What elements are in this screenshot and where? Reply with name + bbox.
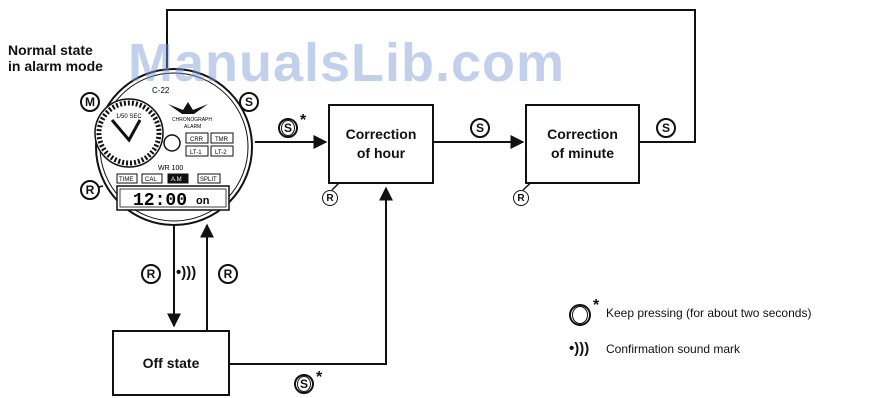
legend-sound-mark-icon: •))) (569, 340, 590, 357)
watch-mode-2: A.M (171, 177, 182, 183)
arrow-off-to-hour (230, 186, 393, 365)
r-icon-minute: R (513, 190, 529, 206)
title-line-2: in alarm mode (8, 58, 103, 74)
r-button-icon-down: R (141, 264, 161, 284)
correction-of-hour-box: Correction of hour (328, 104, 434, 184)
watch-display-suffix: on (196, 195, 210, 207)
r-button-icon-watch: R (80, 180, 100, 200)
watch-mode-0: TIME (119, 177, 133, 183)
watch-model-code: C-22 (152, 86, 170, 95)
m-button-letter: M (85, 95, 95, 109)
legend-star: * (593, 297, 600, 314)
watch-sec-label: 1/50 SEC (116, 114, 142, 120)
watch-mode-1: CAL (145, 177, 157, 183)
watch-btn-label-1: TMR (215, 137, 229, 143)
legend-hold-circle-icon (569, 304, 591, 326)
correction-of-minute-box: Correction of minute (525, 104, 640, 184)
watch-wr: WR 100 (158, 165, 183, 172)
sound-mark-icon: •))) (176, 264, 197, 281)
s-hold-icon-hour: S (278, 118, 298, 138)
off-state-label: Off state (142, 354, 200, 371)
off-state-box: Off state (112, 330, 230, 396)
s-button-icon-minute: S (470, 118, 490, 138)
legend-keep-pressing: Keep pressing (for about two seconds) (606, 306, 812, 320)
correction-of-minute-label: Correction of minute (547, 126, 618, 161)
legend-confirmation: Confirmation sound mark (606, 342, 741, 356)
r-button-letter: R (85, 183, 95, 197)
m-button-icon: M (80, 92, 100, 112)
star-mark-off: * (316, 369, 323, 386)
s-button-letter: S (244, 95, 253, 109)
watermark: ManualsLib.com (128, 33, 566, 93)
watch-btn-label-3: LT-2 (215, 150, 227, 156)
watch-alarm: ALARM (184, 124, 201, 130)
star-mark-hour: * (300, 112, 307, 129)
s-hold-icon-off: S (294, 374, 314, 394)
s-button-icon-watch: S (239, 92, 259, 112)
watch-btn-label-2: LT-1 (190, 150, 202, 156)
r-button-icon-up: R (218, 264, 238, 284)
watch-brand: CHRONOGRAPH (172, 117, 212, 123)
watch-illustration (94, 68, 253, 226)
s-hold-inner: S (281, 120, 295, 136)
watch-mode-3: SPLIT (200, 177, 217, 183)
r-icon-hour: R (322, 190, 338, 206)
correction-of-hour-label: Correction of hour (345, 126, 417, 161)
watch-display-time: 12:00 (133, 191, 187, 211)
normal-state-title: Normal state in alarm mode (8, 42, 103, 74)
s-button-icon-loop: S (656, 118, 676, 138)
loop-line (166, 9, 696, 143)
watch-btn-label-0: CRR (190, 137, 204, 143)
title-line-1: Normal state (8, 42, 93, 58)
